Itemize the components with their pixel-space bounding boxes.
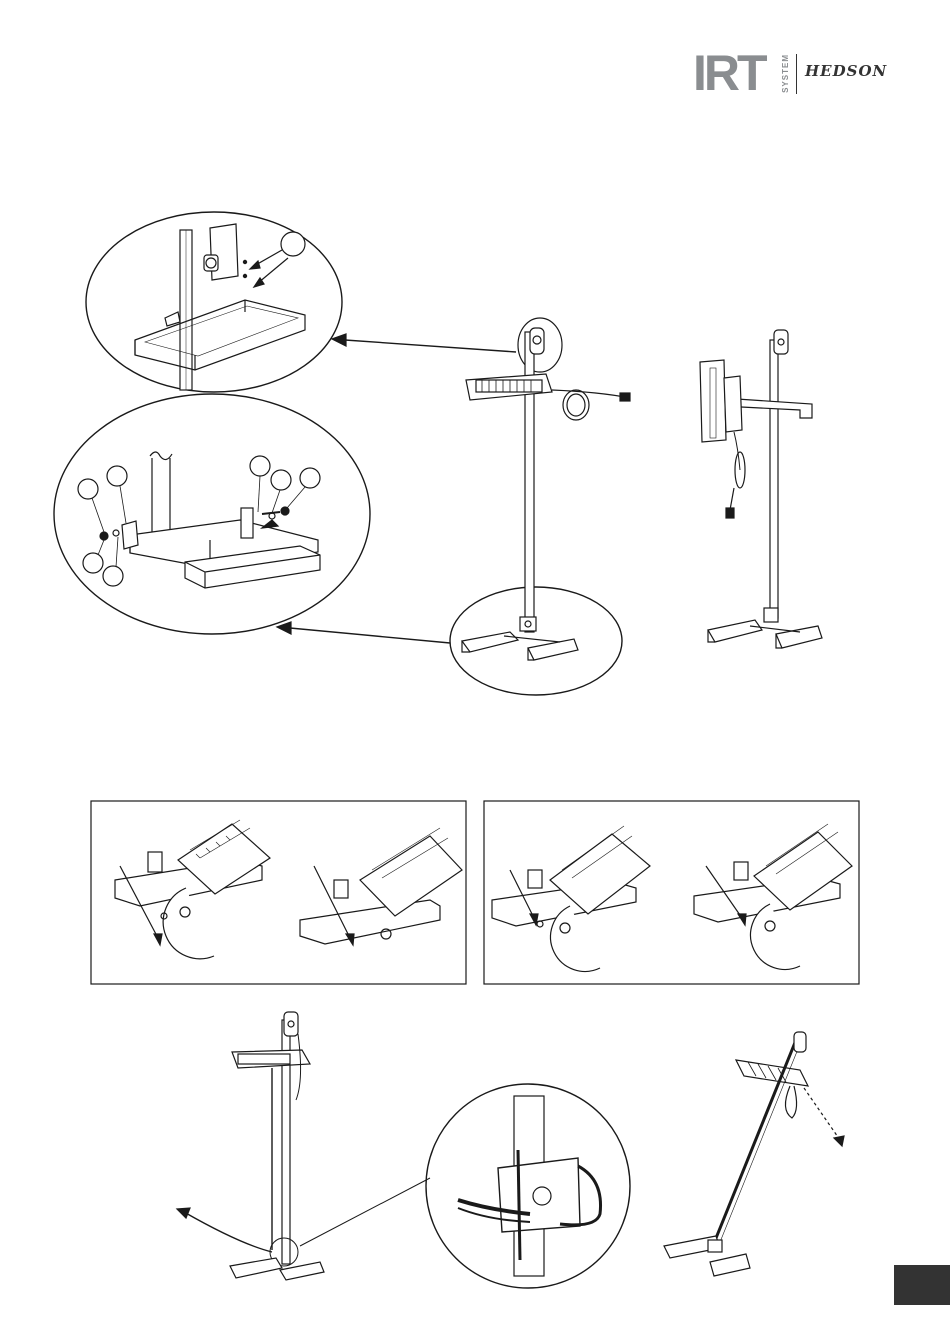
lamp-stand-side-icon <box>700 330 822 648</box>
cable-clip-detail-icon <box>426 1084 630 1288</box>
base-assembly-detail-icon <box>54 394 370 634</box>
cable-routing-stand-icon <box>177 1012 430 1280</box>
tilt-adjustment-right-icon <box>484 801 859 984</box>
tilted-stand-icon <box>664 1032 844 1276</box>
page-tab <box>894 1265 950 1305</box>
bracket-mount-detail-icon <box>86 212 342 392</box>
lamp-stand-front-icon <box>450 318 630 695</box>
tilt-adjustment-left-icon <box>91 801 466 984</box>
